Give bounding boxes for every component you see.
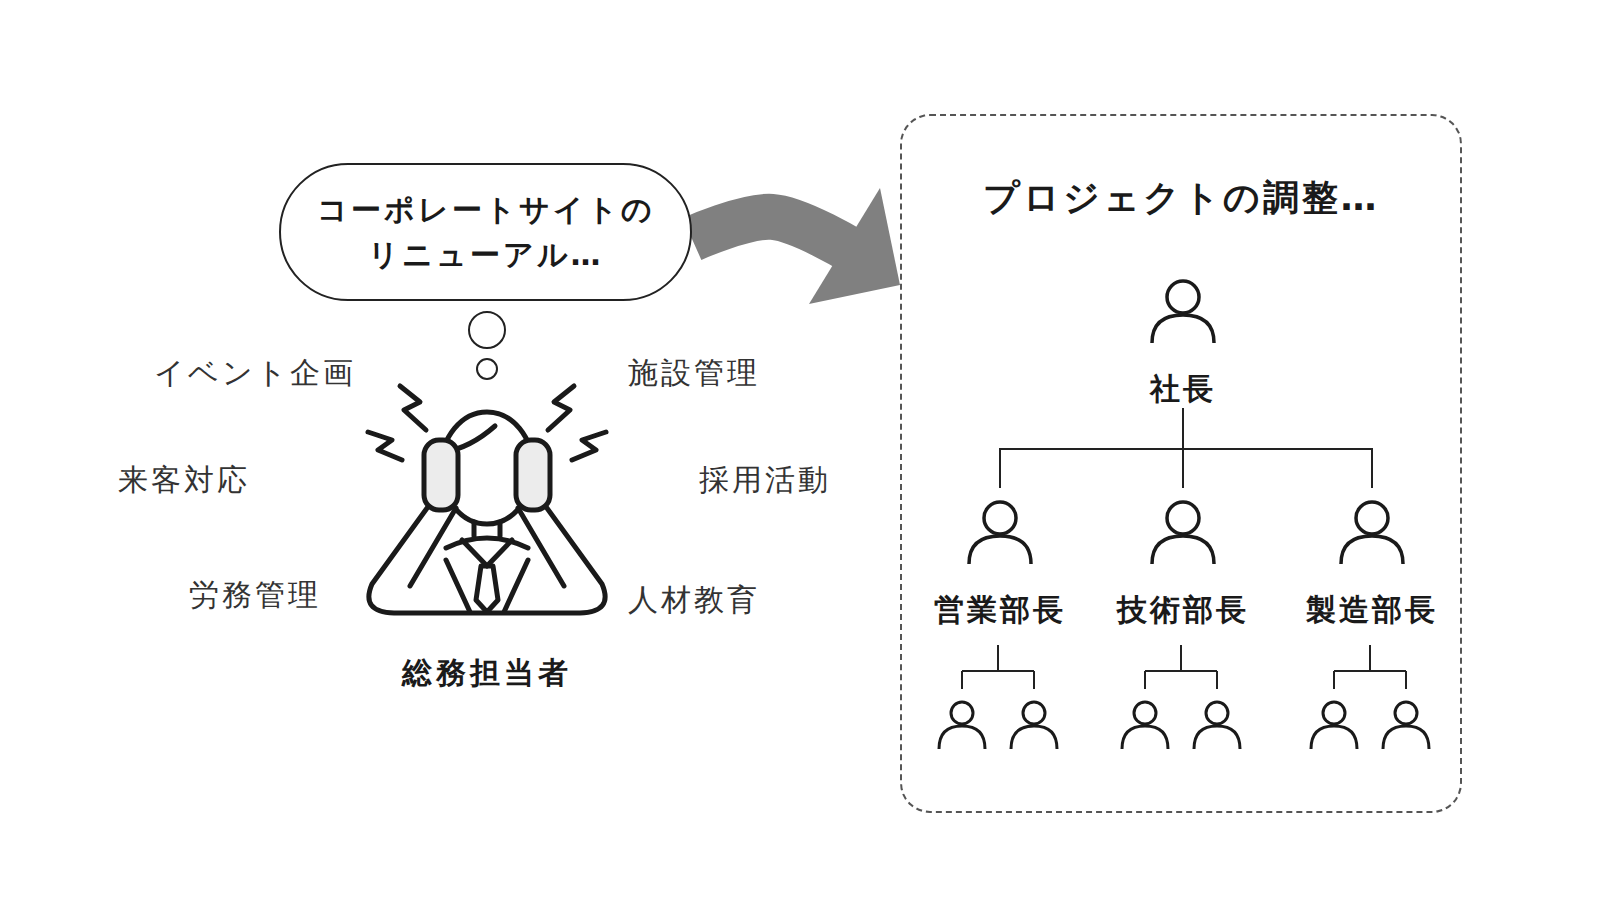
text-slot: 人材教育: [628, 580, 760, 621]
task-label: 労務管理: [189, 575, 321, 616]
staff-icon: [939, 702, 985, 749]
org-connector: [1183, 408, 1372, 488]
cloud-outline: [116, 94, 859, 821]
position-label: 製造部長: [1306, 590, 1438, 629]
staff-icon: [1311, 702, 1357, 749]
hand: [516, 440, 550, 510]
text-slot: 総務担当者: [402, 653, 572, 694]
hand: [424, 440, 458, 510]
neck: [474, 522, 500, 536]
stress-bolt: [400, 386, 426, 430]
thought-dots: [469, 312, 505, 379]
arms-outline: [369, 504, 605, 613]
collar: [462, 540, 512, 566]
task-label: 来客対応: [118, 460, 250, 501]
person-body: [1152, 315, 1214, 343]
org-person: 製造部長: [1277, 488, 1467, 629]
staff-icon: [1011, 702, 1057, 749]
person-head: [984, 502, 1016, 534]
person-icon: [1149, 279, 1217, 345]
text-slot: イベント企画: [154, 353, 356, 394]
position-label: 技術部長: [1117, 590, 1249, 629]
arrow-shaft: [692, 217, 854, 252]
connector-line: [1183, 408, 1372, 488]
stress-bolt: [368, 432, 402, 460]
task-label: 採用活動: [699, 460, 831, 501]
person-icon: [1338, 500, 1406, 566]
task-label: 施設管理: [628, 353, 760, 394]
sub-brackets: [962, 645, 1406, 689]
bracket-line: [1145, 645, 1217, 689]
task-cloud: コーポレートサイトの リニューアル… イベント企画 施設管理来客対応 採用活動労務管理…: [110, 90, 870, 830]
person-icon: [966, 500, 1034, 566]
person-head: [1167, 281, 1199, 313]
org-person: 営業部長: [905, 488, 1095, 629]
position-label: 社長: [1150, 369, 1216, 408]
stress-bolt: [572, 432, 606, 460]
tie: [476, 566, 498, 612]
arrow-head: [809, 188, 900, 304]
flow-arrow: [692, 188, 900, 304]
staff-icons: [939, 702, 1429, 749]
stressed-person: [368, 386, 606, 613]
task-label: 人材教育: [628, 580, 760, 621]
org-connector: [1000, 408, 1183, 488]
panel-heading: プロジェクトの調整…: [902, 174, 1460, 223]
shoulders: [446, 538, 528, 548]
person-head: [1356, 502, 1388, 534]
task-label: イベント企画: [154, 353, 356, 394]
project-panel: 社長営業部長 技術部長 製造部長 プロジェクトの調整…: [900, 114, 1462, 813]
thought-dot: [469, 312, 505, 348]
arms-inner: [410, 508, 564, 586]
connector-line: [1000, 408, 1183, 488]
thought-dot: [477, 359, 497, 379]
role-label: 総務担当者: [402, 653, 572, 694]
staff-icon: [1122, 702, 1168, 749]
bracket-line: [962, 645, 1034, 689]
org-person: 社長: [1088, 267, 1278, 408]
person-icon: [1149, 500, 1217, 566]
text-slot: 施設管理: [628, 353, 760, 394]
staff-icon: [1383, 702, 1429, 749]
text-slot: 労務管理: [189, 575, 321, 616]
bubble-text: コーポレートサイトの リニューアル…: [305, 187, 667, 277]
person-body: [1152, 536, 1214, 564]
thought-bubble: コーポレートサイトの リニューアル…: [279, 163, 692, 301]
text-slot: 来客対応: [118, 460, 250, 501]
org-person: 技術部長: [1088, 488, 1278, 629]
position-label: 営業部長: [934, 590, 1066, 629]
person-head: [1167, 502, 1199, 534]
person-body: [1341, 536, 1403, 564]
staff-icon: [1194, 702, 1240, 749]
stress-bolt: [548, 386, 574, 430]
text-slot: 採用活動: [699, 460, 831, 501]
lapels: [446, 560, 528, 612]
person-body: [969, 536, 1031, 564]
bracket-line: [1334, 645, 1406, 689]
